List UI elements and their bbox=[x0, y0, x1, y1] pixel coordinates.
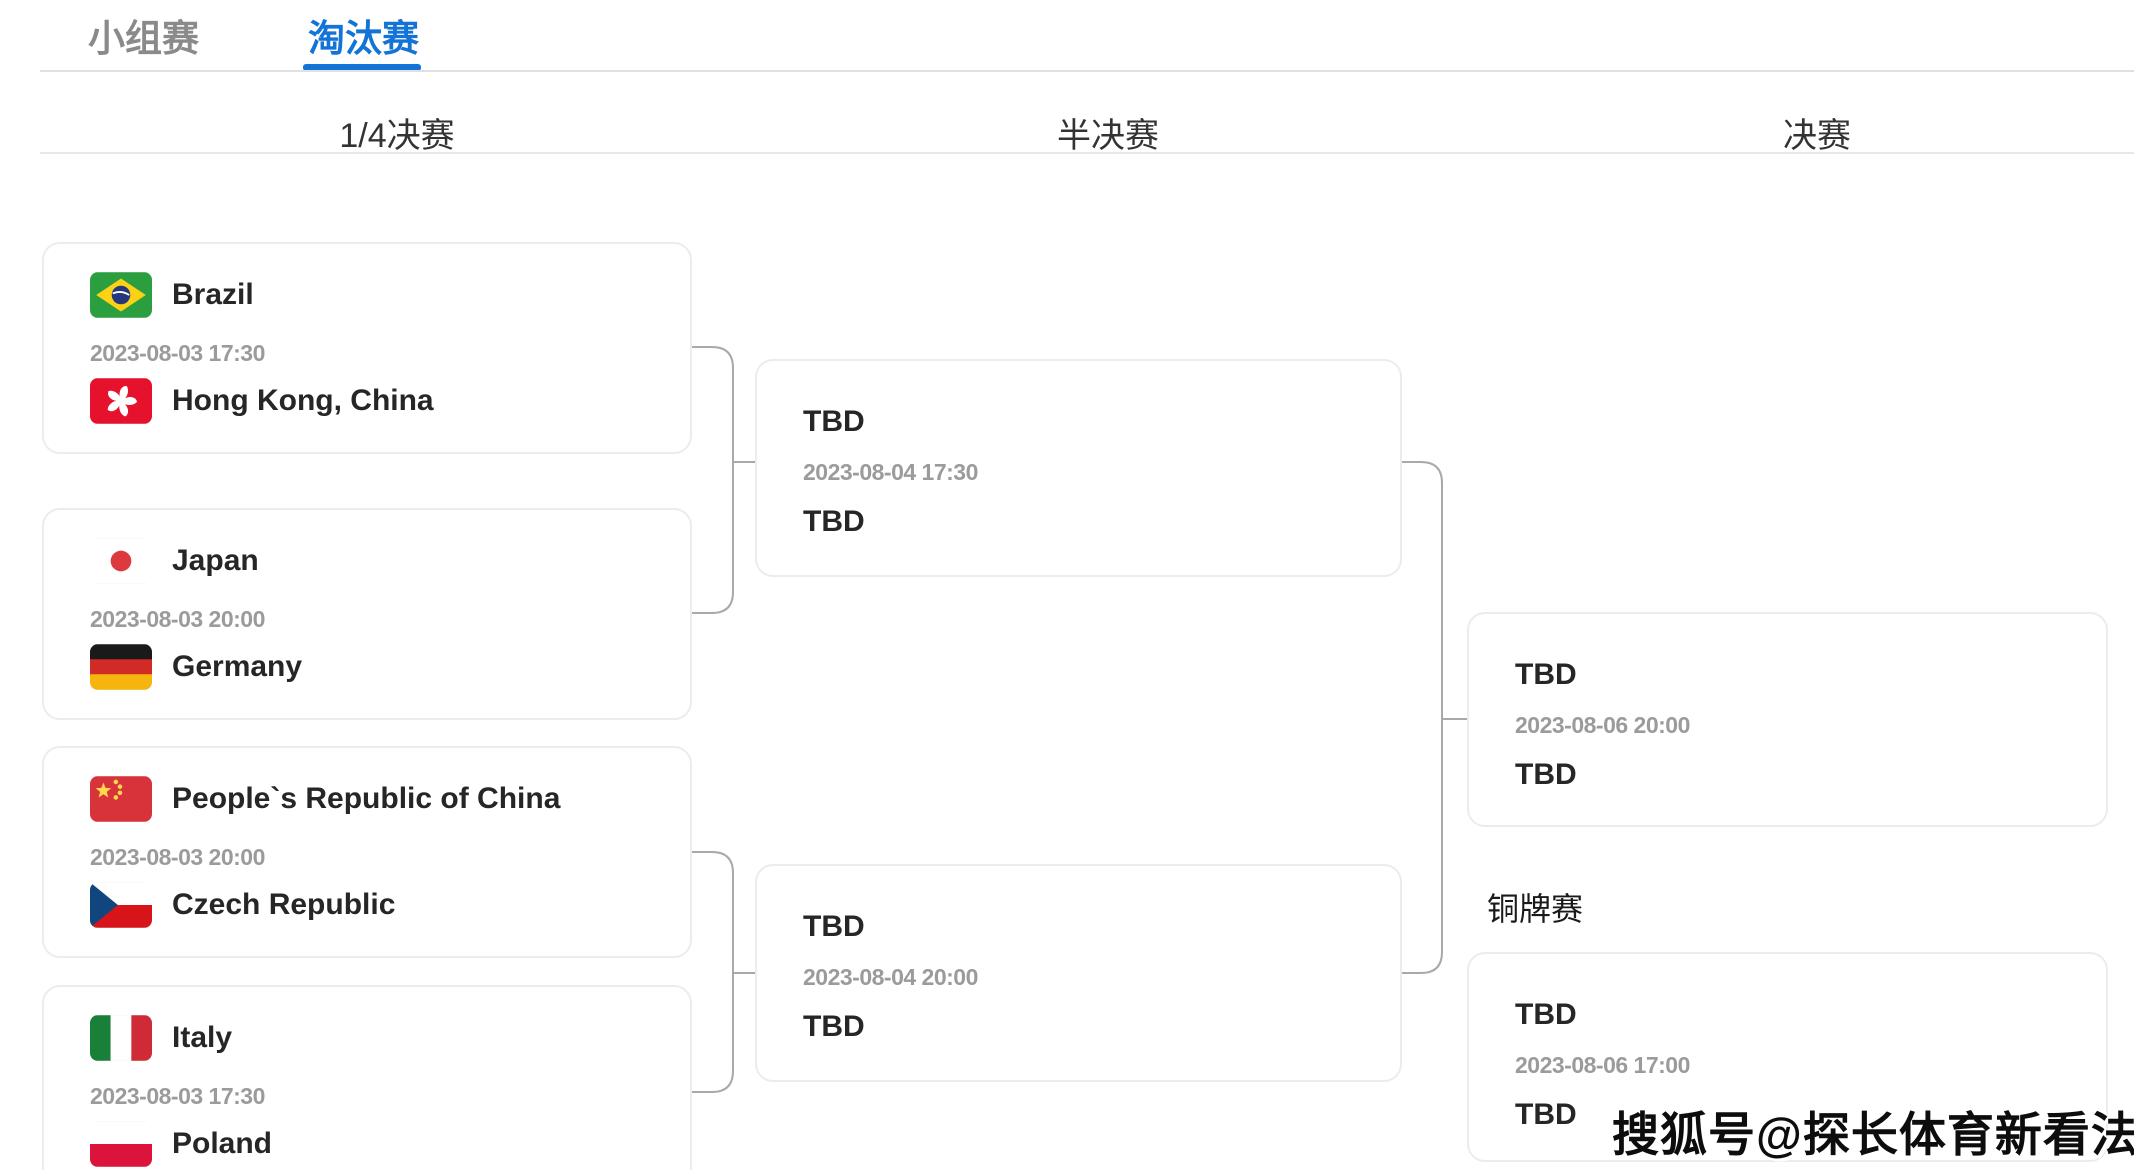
match-time: 2023-08-03 17:30 bbox=[90, 340, 265, 366]
team-name: Hong Kong, China bbox=[172, 384, 434, 417]
column-header-semifinal: 半决赛 bbox=[1057, 117, 1159, 155]
column-header-final: 决赛 bbox=[1783, 117, 1851, 155]
match-card-qf2[interactable]: Japan 2023-08-03 20:00 Germany bbox=[42, 508, 692, 720]
tab-knockout-stage[interactable]: 淘汰赛 bbox=[308, 18, 419, 59]
match-card-qf4[interactable]: Italy 2023-08-03 17:30 Poland bbox=[42, 985, 692, 1170]
poland-flag-icon bbox=[90, 1121, 152, 1167]
tab-group-stage[interactable]: 小组赛 bbox=[88, 18, 199, 59]
team-name: Japan bbox=[172, 544, 259, 577]
match-time: 2023-08-03 20:00 bbox=[90, 606, 265, 632]
team-name: Italy bbox=[172, 1021, 233, 1054]
match-time: 2023-08-06 17:00 bbox=[1515, 1052, 1690, 1078]
bronze-match-label: 铜牌赛 bbox=[1487, 891, 1584, 927]
match-card-bronze[interactable]: TBD 2023-08-06 17:00 TBD bbox=[1467, 952, 2108, 1162]
team-name: TBD bbox=[1515, 658, 1577, 691]
match-card-sf1[interactable]: TBD 2023-08-04 17:30 TBD bbox=[755, 359, 1402, 577]
header-divider bbox=[40, 152, 2134, 154]
japan-flag-icon bbox=[90, 538, 152, 584]
germany-flag-icon bbox=[90, 644, 152, 690]
team-name: TBD bbox=[803, 405, 865, 438]
hongkong-flag-icon bbox=[90, 378, 152, 424]
tabbar-divider bbox=[40, 70, 2134, 72]
match-time: 2023-08-03 17:30 bbox=[90, 1083, 265, 1109]
match-card-qf3[interactable]: People`s Republic of China 2023-08-03 20… bbox=[42, 746, 692, 958]
match-time: 2023-08-03 20:00 bbox=[90, 844, 265, 870]
match-card-final[interactable]: TBD 2023-08-06 20:00 TBD bbox=[1467, 612, 2108, 827]
column-header-quarterfinal: 1/4决赛 bbox=[339, 117, 455, 155]
team-name: People`s Republic of China bbox=[172, 782, 561, 815]
china-flag-icon bbox=[90, 776, 152, 822]
brazil-flag-icon bbox=[90, 272, 152, 318]
czech-flag-icon bbox=[90, 882, 152, 928]
team-name: TBD bbox=[803, 910, 865, 943]
match-card-sf2[interactable]: TBD 2023-08-04 20:00 TBD bbox=[755, 864, 1402, 1082]
team-name: Brazil bbox=[172, 278, 254, 311]
team-name: Czech Republic bbox=[172, 888, 396, 921]
match-time: 2023-08-06 20:00 bbox=[1515, 712, 1690, 738]
team-name: TBD bbox=[1515, 1098, 1577, 1131]
match-time: 2023-08-04 17:30 bbox=[803, 459, 978, 485]
team-name: TBD bbox=[803, 1010, 865, 1043]
team-name: TBD bbox=[1515, 758, 1577, 791]
team-name: TBD bbox=[1515, 998, 1577, 1031]
match-card-qf1[interactable]: Brazil 2023-08-03 17:30 Hong Kong, China bbox=[42, 242, 692, 454]
match-time: 2023-08-04 20:00 bbox=[803, 964, 978, 990]
team-name: Germany bbox=[172, 650, 303, 683]
team-name: TBD bbox=[803, 505, 865, 538]
team-name: Poland bbox=[172, 1127, 273, 1160]
active-tab-underline bbox=[303, 64, 421, 71]
italy-flag-icon bbox=[90, 1015, 152, 1061]
watermark: 搜狐号@探长体育新看法 bbox=[1612, 1108, 2134, 1161]
